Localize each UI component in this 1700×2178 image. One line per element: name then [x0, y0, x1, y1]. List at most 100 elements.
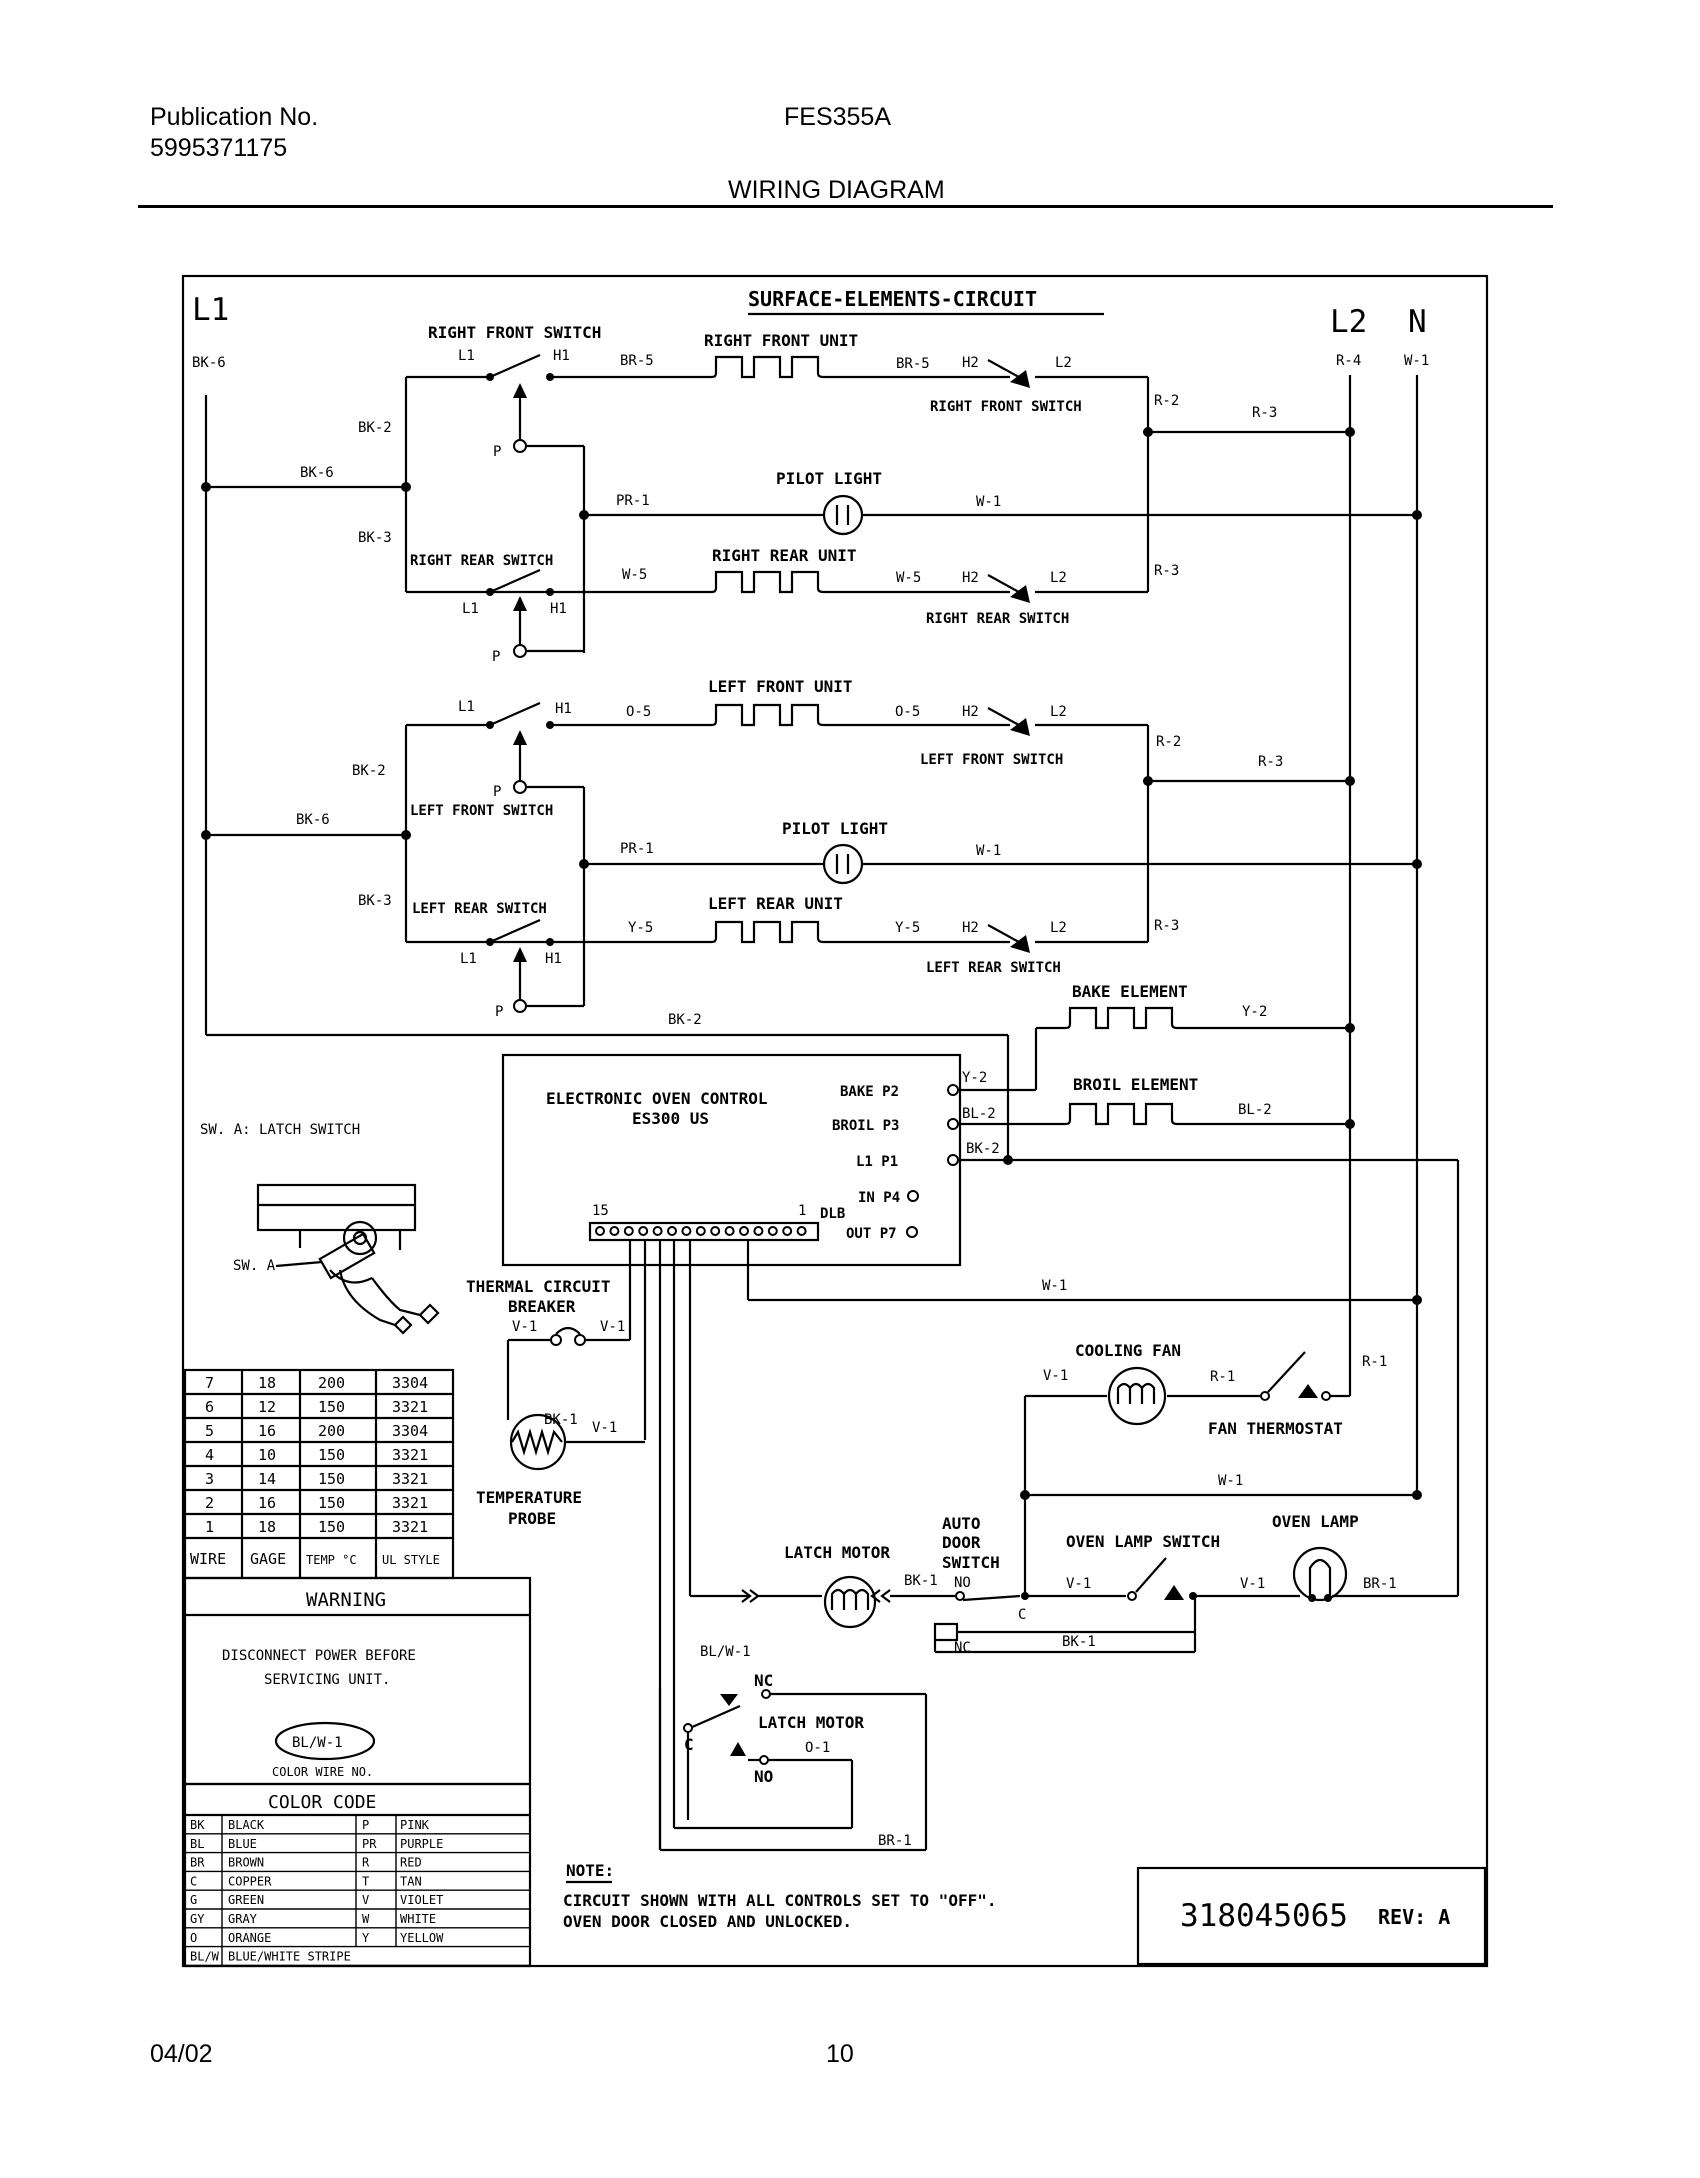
- color-code-cell: GREEN: [228, 1893, 264, 1907]
- temperature-probe-label-2: PROBE: [508, 1509, 556, 1528]
- latch-no-label: NO: [754, 1767, 773, 1786]
- color-code-cell: BR: [190, 1856, 205, 1870]
- left-front-switch-label: LEFT FRONT SWITCH: [410, 803, 553, 819]
- warning-line1: DISCONNECT POWER BEFORE: [222, 1648, 416, 1664]
- note-line1: CIRCUIT SHOWN WITH ALL CONTROLS SET TO "…: [563, 1891, 996, 1910]
- wire-table-cell: 5: [205, 1422, 214, 1440]
- wire-table-cell: 200: [318, 1422, 345, 1440]
- dlb-label: DLB: [820, 1206, 845, 1222]
- right-front-switch-label-2: RIGHT FRONT SWITCH: [930, 399, 1082, 415]
- publication-label: Publication No.: [150, 103, 319, 131]
- latch-motor-label-2: LATCH MOTOR: [758, 1713, 864, 1732]
- cooling-fan: [1107, 1366, 1167, 1426]
- wire-table-cell: 3: [205, 1470, 214, 1488]
- w1-eoc-label: W-1: [1042, 1278, 1067, 1294]
- v1-breaker-left: V-1: [512, 1319, 537, 1335]
- bk2-eoc-label: BK-2: [966, 1141, 1000, 1157]
- door-switch-c-label: C: [1018, 1607, 1026, 1623]
- o1-label: O-1: [805, 1740, 830, 1756]
- eoc-label-1: ELECTRONIC OVEN CONTROL: [546, 1089, 768, 1108]
- w1-top-label: W-1: [1404, 353, 1429, 369]
- color-code-cell: WHITE: [400, 1912, 436, 1926]
- bake-heater: [1058, 1006, 1184, 1030]
- rr-h2-label: H2: [962, 570, 979, 586]
- lf-h1-label: H1: [555, 701, 572, 717]
- br5-right-label: BR-5: [896, 356, 930, 372]
- connector-pin: [710, 1226, 721, 1236]
- bk6-left-label: BK-6: [296, 812, 330, 828]
- bk3-right-label: BK-3: [358, 530, 392, 546]
- wire-table-cell: 150: [318, 1494, 345, 1512]
- color-code-cell: BLACK: [228, 1818, 265, 1832]
- connector-pin: [753, 1226, 764, 1236]
- rf-p-label: P: [493, 444, 501, 460]
- wire-table-cell: 150: [318, 1446, 345, 1464]
- pin1-label: 1: [798, 1203, 806, 1219]
- temperature-probe-label-1: TEMPERATURE: [476, 1488, 582, 1507]
- wire-table-header: GAGE: [250, 1550, 286, 1568]
- n-terminal: N: [1408, 304, 1427, 340]
- r2-right-label: R-2: [1154, 393, 1179, 409]
- oven-lamp-label: OVEN LAMP: [1272, 1512, 1359, 1531]
- br1-lamp-label: BR-1: [1363, 1576, 1397, 1592]
- v1-lamp-switch-label: V-1: [1066, 1576, 1091, 1592]
- wire-table-cell: 3321: [392, 1494, 428, 1512]
- v1-lamp-label: V-1: [1240, 1576, 1265, 1592]
- eoc-label-2: ES300 US: [632, 1109, 709, 1128]
- rf-l2-label: L2: [1055, 355, 1072, 371]
- br1-latch-label: BR-1: [878, 1833, 912, 1849]
- thermal-breaker: [555, 1326, 581, 1335]
- v1-fan-label: V-1: [1043, 1368, 1068, 1384]
- wire-table-cell: 6: [205, 1398, 214, 1416]
- connector-pin: [695, 1226, 706, 1236]
- rr-l1-label: L1: [462, 601, 479, 617]
- auto-door-switch-label-1: AUTO: [942, 1514, 981, 1533]
- left-rear-heater: [704, 920, 830, 944]
- door-switch-nc-terminal: [933, 1622, 959, 1642]
- latch-switch-note: SW. A: LATCH SWITCH: [200, 1122, 360, 1138]
- color-code-cell: C: [190, 1874, 197, 1888]
- lf-p-label: P: [493, 784, 501, 800]
- bk3-left-label: BK-3: [358, 893, 392, 909]
- color-code-cell: YELLOW: [400, 1931, 444, 1945]
- cooling-fan-label: COOLING FAN: [1075, 1341, 1181, 1360]
- bk1-motor-label: BK-1: [904, 1573, 938, 1589]
- broil-element-label: BROIL ELEMENT: [1073, 1075, 1198, 1094]
- connector-pins: [595, 1226, 807, 1236]
- wire-table-cell: 2: [205, 1494, 214, 1512]
- door-switch-nc-label: NC: [954, 1640, 971, 1656]
- right-rear-switch-label: RIGHT REAR SWITCH: [410, 553, 553, 569]
- oven-lamp-switch-label: OVEN LAMP SWITCH: [1066, 1532, 1220, 1551]
- rr-p-label: P: [492, 649, 500, 665]
- wire-table-cell: 150: [318, 1470, 345, 1488]
- y2-right-label: Y-2: [1242, 1004, 1267, 1020]
- w5-right-label: W-5: [896, 570, 921, 586]
- latch-motor-label: LATCH MOTOR: [784, 1543, 890, 1562]
- left-pilot-light-label: PILOT LIGHT: [782, 819, 888, 838]
- rr-h1-label: H1: [550, 601, 567, 617]
- l1-pin-label: L1 P1: [856, 1154, 898, 1170]
- v1-breaker-right: V-1: [600, 1319, 625, 1335]
- color-code-cell: GY: [190, 1912, 205, 1926]
- color-code-cell: V: [362, 1893, 369, 1907]
- wire-table-cell: 150: [318, 1398, 345, 1416]
- publication-number: 5995371175: [150, 134, 288, 162]
- color-code-cell: W: [362, 1912, 370, 1926]
- auto-door-switch-label-2: DOOR: [942, 1533, 981, 1552]
- color-code-cell: ORANGE: [228, 1931, 271, 1945]
- wire-table-header: UL STYLE: [382, 1553, 440, 1567]
- y2-eoc-label: Y-2: [962, 1070, 987, 1086]
- connector-pin: [609, 1226, 620, 1236]
- auto-door-switch-label-3: SWITCH: [942, 1553, 1000, 1572]
- lr-p-label: P: [495, 1004, 503, 1020]
- broil-pin-label: BROIL P3: [832, 1118, 899, 1134]
- wire-table-cell: 14: [258, 1470, 276, 1488]
- thermal-breaker-label-1: THERMAL CIRCUIT: [466, 1277, 611, 1296]
- r3-right-label: R-3: [1252, 405, 1277, 421]
- pr1-right-label: PR-1: [616, 493, 650, 509]
- connector-pin: [652, 1226, 663, 1236]
- color-code-cell: Y: [362, 1931, 370, 1945]
- right-front-unit-label: RIGHT FRONT UNIT: [704, 331, 858, 350]
- footer-page: 10: [826, 2040, 854, 2068]
- color-code-cell: RED: [400, 1856, 422, 1870]
